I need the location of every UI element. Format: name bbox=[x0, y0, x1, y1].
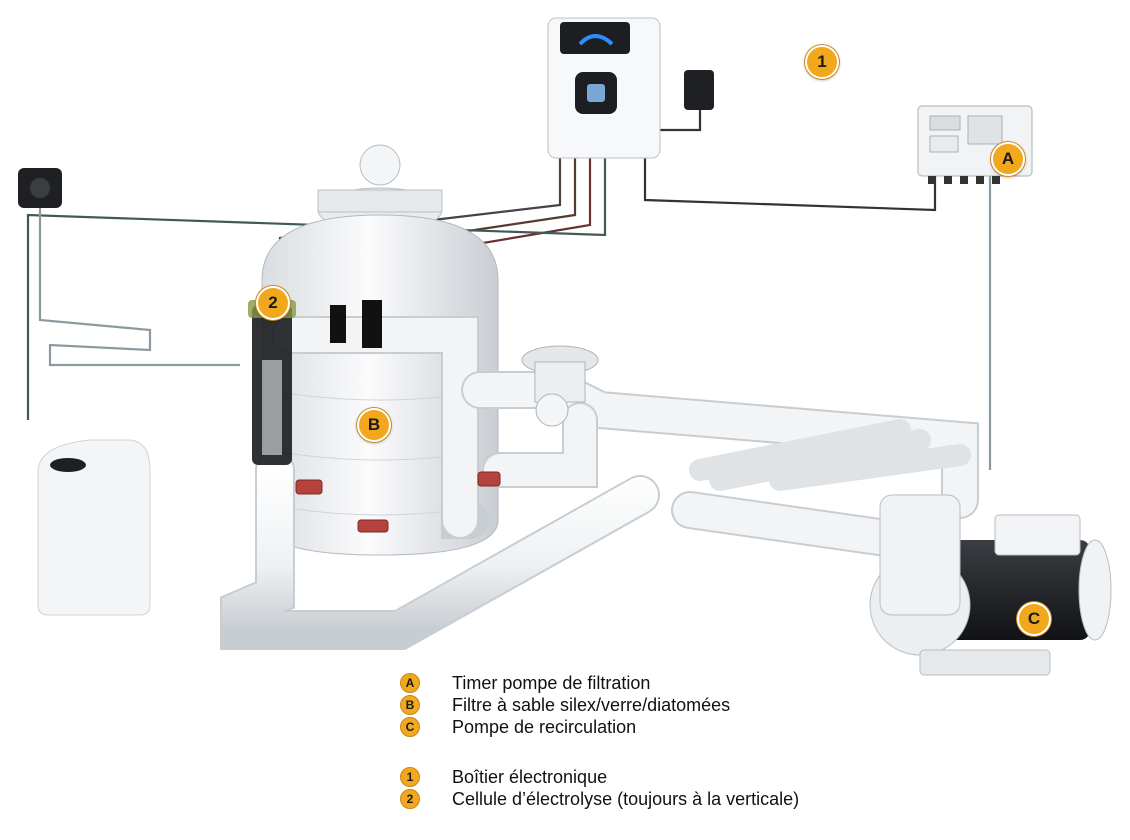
legend-badge: 2 bbox=[400, 789, 420, 809]
marker-timer: A bbox=[991, 142, 1025, 176]
legend-item-control-box: 1 Boîtier électronique bbox=[400, 766, 920, 788]
legend-spacer bbox=[400, 738, 920, 766]
electronic-control-box bbox=[547, 17, 714, 159]
legend-item-cell: 2 Cellule d’électrolyse (toujours à la v… bbox=[400, 788, 920, 810]
legend-badge: B bbox=[400, 695, 420, 715]
legend-label: Pompe de recirculation bbox=[452, 716, 637, 737]
legend-label: Boîtier électronique bbox=[452, 766, 608, 787]
legend: A Timer pompe de filtration B Filtre à s… bbox=[400, 672, 920, 810]
legend-badge: 1 bbox=[400, 767, 420, 787]
valves bbox=[295, 471, 501, 533]
marker-pump: C bbox=[1017, 602, 1051, 636]
legend-label: Cellule d’électrolyse (toujours à la ver… bbox=[452, 788, 800, 809]
legend-item-filter: B Filtre à sable silex/verre/diatomées bbox=[400, 694, 920, 716]
marker-filter: B bbox=[357, 408, 391, 442]
legend-item-pump: C Pompe de recirculation bbox=[400, 716, 920, 738]
dosing-pump bbox=[18, 168, 62, 208]
legend-badge: C bbox=[400, 717, 420, 737]
legend-item-timer: A Timer pompe de filtration bbox=[400, 672, 920, 694]
chemical-container bbox=[37, 439, 151, 616]
legend-label: Timer pompe de filtration bbox=[452, 672, 651, 693]
multiport-valve bbox=[521, 345, 599, 427]
legend-label: Filtre à sable silex/verre/diatomées bbox=[452, 694, 731, 715]
recirculation-pump bbox=[869, 494, 1112, 676]
marker-cell: 2 bbox=[256, 286, 290, 320]
legend-badge: A bbox=[400, 673, 420, 693]
marker-control-box: 1 bbox=[805, 45, 839, 79]
sand-filter bbox=[261, 144, 499, 556]
